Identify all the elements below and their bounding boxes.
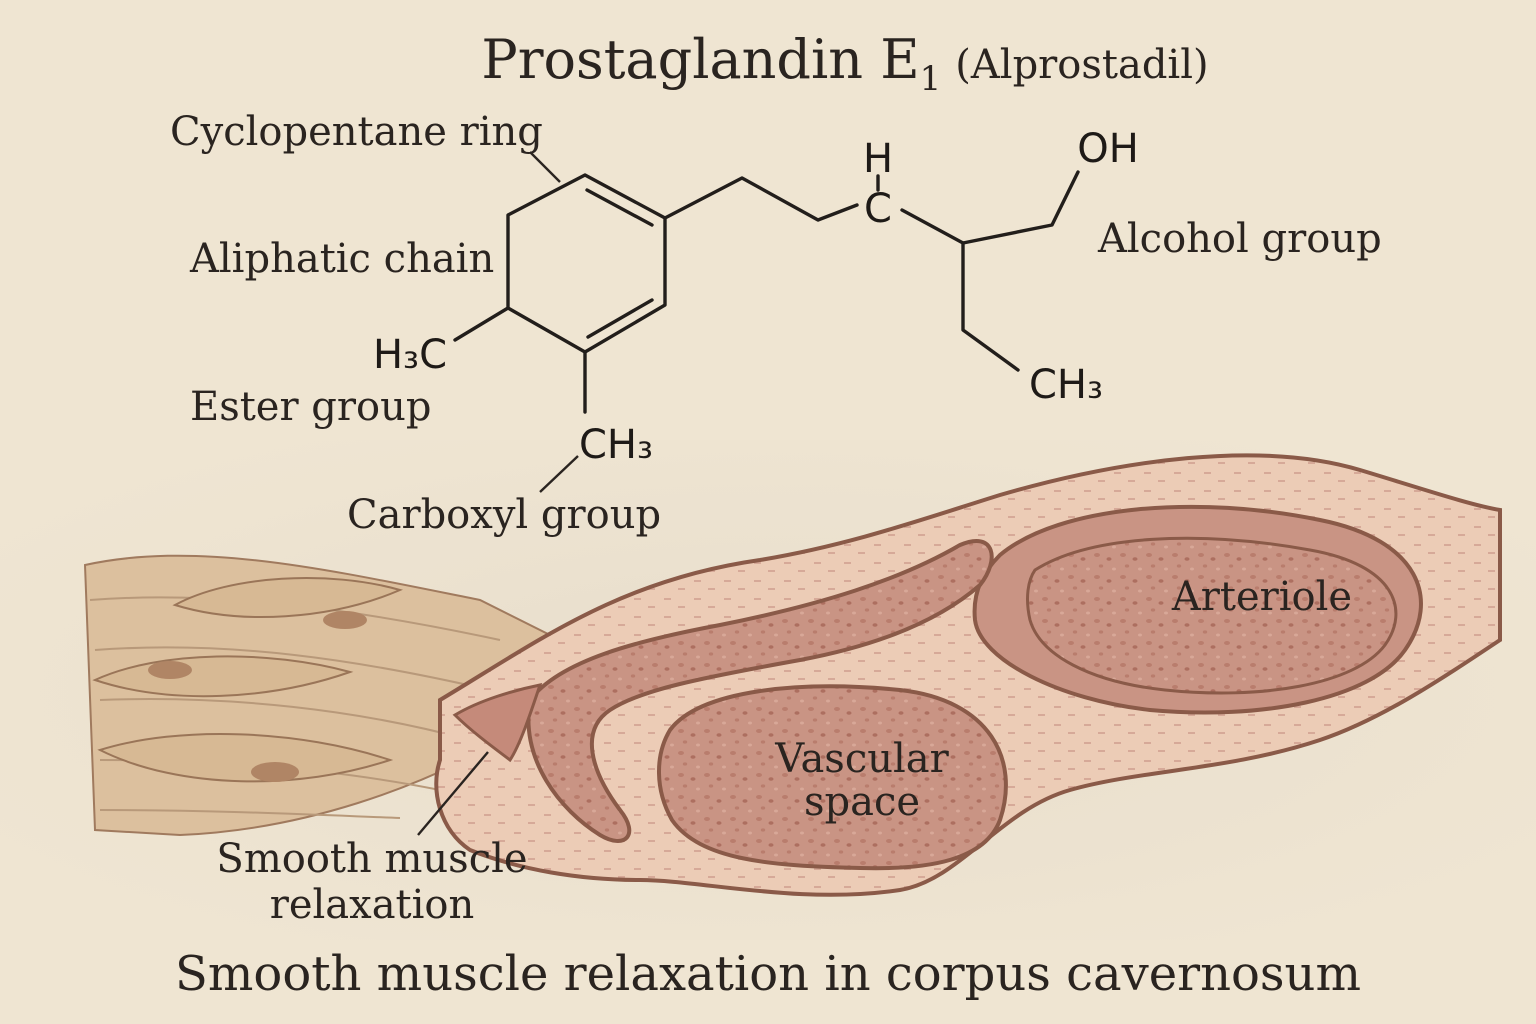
title-subscript: 1 [920, 59, 942, 99]
atom-methyl-left: H₃C [373, 332, 447, 378]
label-smooth-line1: Smooth muscle [216, 836, 527, 882]
leader-smooth-muscle [417, 751, 489, 836]
methyl-left-bond [453, 306, 510, 342]
ring-double-bond-bottom [586, 298, 654, 339]
label-smooth-line2: relaxation [270, 882, 475, 928]
label-carboxyl-group: Carboxyl group [347, 492, 661, 538]
molecule-structure: H C OH H₃C CH₃ CH₃ [373, 126, 1139, 468]
title-main: Prostaglandin E [481, 28, 919, 91]
leader-carboxyl-group [539, 455, 579, 493]
caption: Smooth muscle relaxation in corpus caver… [175, 946, 1361, 1002]
tissue-illustration [83, 453, 1502, 897]
page-title: Prostaglandin E1 (Alprostadil) [481, 28, 1208, 99]
ring-bonds [506, 173, 667, 354]
label-alcohol-group: Alcohol group [1097, 216, 1382, 262]
muscle-cell-lower [97, 733, 394, 783]
label-vascular-line1: Vascular [774, 736, 949, 782]
muscle-nucleus-lower [251, 762, 299, 782]
aliphatic-chain-bonds [663, 176, 859, 222]
muscle-nucleus-upper [323, 611, 367, 629]
arteriole-lumen [1026, 536, 1398, 695]
label-arteriole: Arteriole [1171, 574, 1352, 620]
curved-vessel [526, 538, 994, 843]
muscle-cell-upper [172, 577, 403, 618]
title-paren: (Alprostadil) [955, 42, 1208, 88]
ethyl-branch-bonds [961, 241, 1020, 372]
leader-cyclopentane-ring [529, 151, 561, 183]
atom-oh: OH [1077, 126, 1139, 172]
atom-methyl-bottom: CH₃ [579, 422, 653, 468]
vascular-space [657, 684, 1008, 871]
atom-methyl-right: CH₃ [1029, 362, 1103, 408]
muscle-nucleus-middle [148, 661, 192, 679]
label-aliphatic-chain: Aliphatic chain [189, 236, 494, 282]
chain-after-c-bonds [900, 170, 1080, 245]
label-ester-group: Ester group [190, 384, 431, 430]
atom-h-top: H [863, 136, 893, 182]
ring-double-bond-top [585, 188, 654, 227]
atom-c-middle: C [864, 186, 892, 232]
label-vascular-line2: space [804, 779, 920, 825]
label-cyclopentane-ring: Cyclopentane ring [170, 109, 543, 155]
smooth-muscle-wedge [452, 683, 543, 763]
